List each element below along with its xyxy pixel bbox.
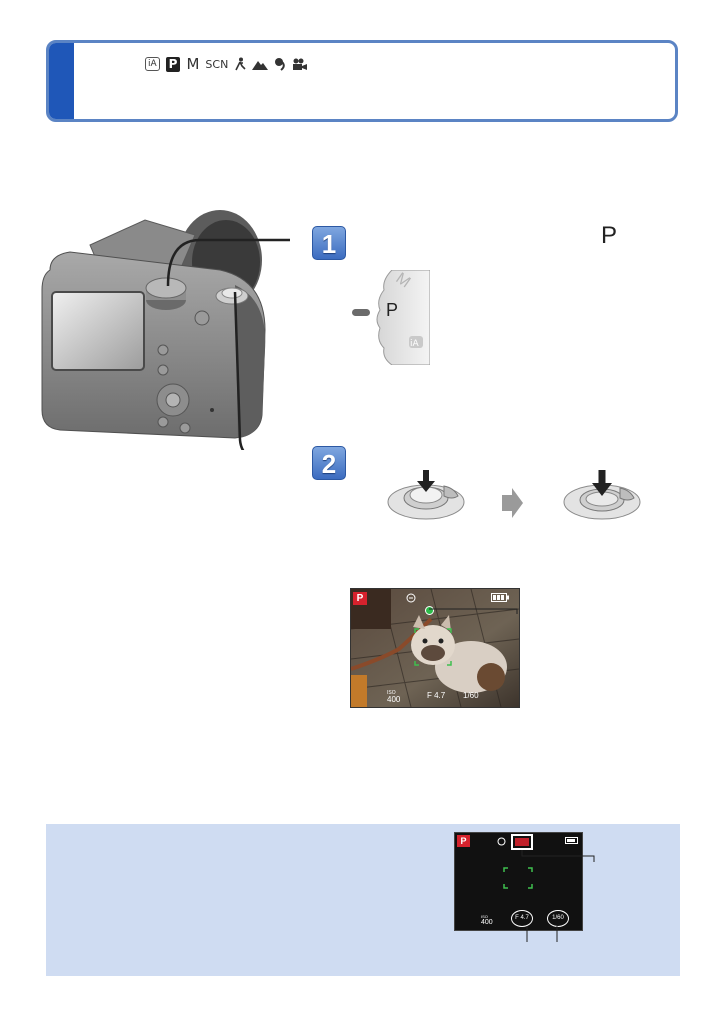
mode-p-badge: P — [457, 835, 470, 847]
battery-icon — [491, 593, 509, 602]
header-accent-bar — [49, 43, 74, 119]
step-1-badge: 1 — [312, 226, 346, 260]
shutter-speed-value: 1/60 — [463, 691, 479, 700]
mode-m-icon: M — [186, 55, 200, 73]
scenery-icon — [252, 61, 269, 70]
mode-p-badge: P — [353, 592, 367, 605]
iso-label: ISO — [481, 914, 488, 919]
af-frame — [503, 867, 533, 889]
focus-callout-line — [429, 608, 518, 614]
aperture-value: F 4.7 — [427, 691, 446, 700]
sports-icon — [235, 57, 246, 71]
mode-dial-illustration: iA — [352, 270, 430, 365]
step-2-badge: 2 — [312, 446, 346, 480]
shutter-half-press-illustration — [387, 470, 465, 520]
section-header — [46, 40, 678, 122]
camera-illustration — [41, 210, 290, 450]
shutter-full-press-illustration — [563, 470, 641, 520]
stabilizer-icon — [406, 593, 416, 603]
iso-label: ISO — [387, 690, 396, 696]
iso-value: 400 — [481, 919, 493, 926]
aperture-value-circled: F 4.7 — [511, 910, 533, 927]
dial-indicator-mark — [352, 309, 370, 316]
movie-icon — [293, 58, 308, 70]
dial-ia-icon — [409, 336, 423, 348]
callout-lines — [521, 850, 595, 942]
mode-ia-icon: iA — [145, 57, 160, 71]
applicable-modes-row: iA P M SCN — [145, 55, 308, 73]
press-arrow-icon — [417, 481, 435, 492]
iso-value: 400 — [387, 695, 401, 704]
dial-p-label: P — [386, 300, 399, 320]
next-arrow-icon — [502, 488, 523, 518]
highlight-box — [511, 834, 533, 850]
mode-p-icon: P — [165, 56, 181, 72]
shake-warning-icon — [515, 838, 529, 846]
portrait-icon — [275, 58, 286, 71]
mode-scn-icon: SCN — [205, 57, 229, 71]
stabilizer-icon — [497, 837, 506, 846]
focus-indicator — [425, 606, 434, 615]
battery-icon — [565, 837, 578, 844]
program-mode-symbol: P — [601, 222, 618, 249]
svg-text:iA: iA — [410, 339, 420, 349]
shutter-speed-value-circled: 1/60 — [547, 910, 569, 927]
press-arrow-icon — [592, 483, 612, 496]
camera-screen-warning: P ISO 400 F 4.7 1/60 — [454, 832, 583, 931]
